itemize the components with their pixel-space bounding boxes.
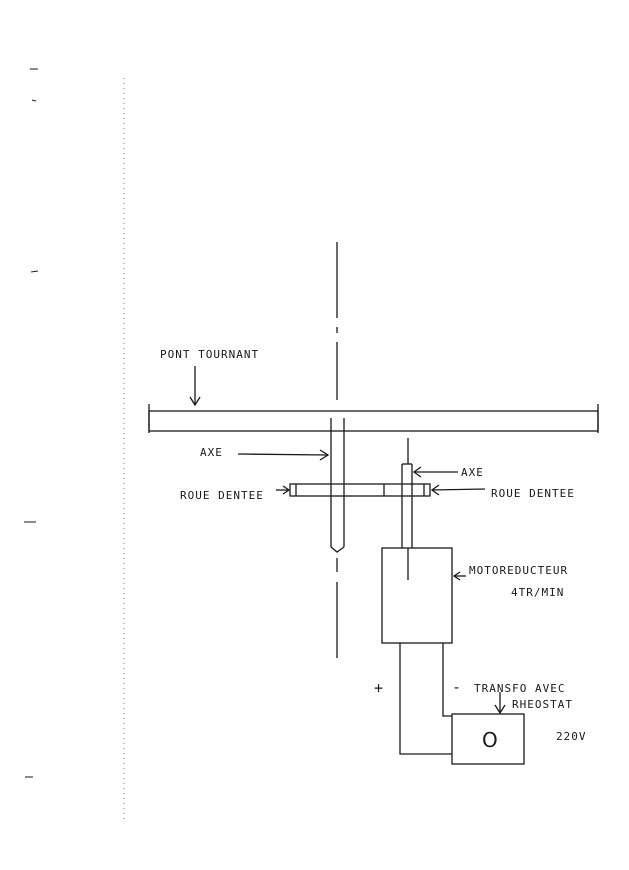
arrow-axe-left bbox=[237, 449, 330, 461]
label-motor-speed: 4TR/MIN bbox=[511, 586, 564, 599]
arrow-axe-right bbox=[412, 466, 458, 478]
label-voltage: 220V bbox=[556, 730, 587, 743]
pont-tournant-bar bbox=[148, 410, 599, 432]
transfo-symbol: O bbox=[482, 728, 498, 752]
arrow-motoreducteur bbox=[452, 571, 466, 581]
transfo-box bbox=[451, 713, 525, 765]
arrow-roue-dentee-left bbox=[276, 485, 291, 495]
label-pont-tournant: PONT TOURNANT bbox=[160, 348, 259, 361]
label-roue-dentee-right: ROUE DENTEE bbox=[491, 487, 575, 500]
wire-plus bbox=[399, 643, 452, 755]
gear-wheels bbox=[289, 483, 431, 497]
label-motoreducteur: MOTOREDUCTEUR bbox=[469, 564, 568, 577]
main-axle-tip bbox=[330, 546, 345, 553]
label-axe-left: AXE bbox=[200, 446, 223, 459]
motoreducteur-box bbox=[381, 547, 453, 644]
label-plus: + bbox=[374, 679, 384, 697]
label-roue-dentee-left: ROUE DENTEE bbox=[180, 489, 264, 502]
label-axe-right: AXE bbox=[461, 466, 484, 479]
arrow-roue-dentee-right bbox=[430, 484, 486, 496]
arrow-transfo bbox=[494, 692, 506, 715]
margin-mark bbox=[31, 99, 37, 102]
label-minus: - bbox=[452, 678, 462, 696]
margin-mark bbox=[30, 270, 39, 273]
label-rheostat: RHEOSTAT bbox=[512, 698, 573, 711]
label-transfo: TRANSFO AVEC bbox=[474, 682, 565, 695]
arrow-pont-tournant bbox=[189, 366, 201, 407]
wire-minus bbox=[442, 643, 452, 717]
